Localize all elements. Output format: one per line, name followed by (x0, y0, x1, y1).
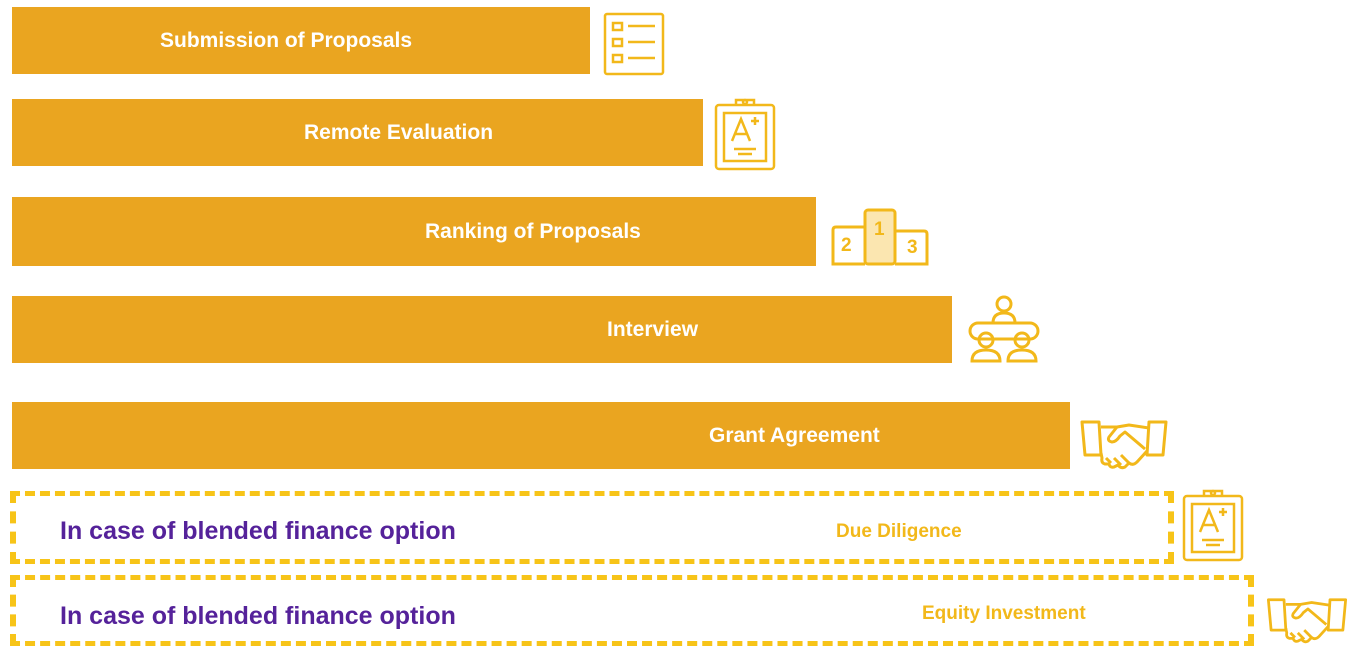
clipboard-grade-icon (714, 97, 776, 171)
step-label: Remote Evaluation (304, 120, 494, 144)
podium-number-3: 3 (907, 237, 918, 258)
blended-finance-note: In case of blended finance option (60, 517, 456, 545)
step-label: Ranking of Proposals (425, 219, 641, 243)
step-remote-evaluation: Remote Evaluation (12, 99, 703, 166)
podium-icon: 2 1 3 (830, 207, 930, 267)
step-ranking-of-proposals: Ranking of Proposals (12, 197, 816, 266)
meeting-icon (964, 294, 1044, 364)
step-label: Submission of Proposals (160, 28, 413, 52)
list-icon (603, 12, 665, 76)
blended-finance-note: In case of blended finance option (60, 602, 456, 630)
due-diligence-label: Due Diligence (836, 521, 962, 542)
step-submission-of-proposals: Submission of Proposals (12, 7, 590, 74)
equity-investment-option-box (10, 575, 1254, 646)
step-label: Interview (607, 317, 699, 341)
podium-number-2: 2 (841, 235, 852, 256)
clipboard-grade-icon (1182, 488, 1244, 562)
step-label: Grant Agreement (709, 423, 880, 447)
step-grant-agreement: Grant Agreement (12, 402, 1070, 469)
equity-investment-label: Equity Investment (922, 603, 1086, 624)
step-interview: Interview (12, 296, 952, 363)
handshake-icon (1265, 597, 1349, 644)
handshake-icon (1079, 419, 1169, 470)
due-diligence-option-box (10, 491, 1174, 564)
podium-number-1: 1 (874, 219, 885, 240)
